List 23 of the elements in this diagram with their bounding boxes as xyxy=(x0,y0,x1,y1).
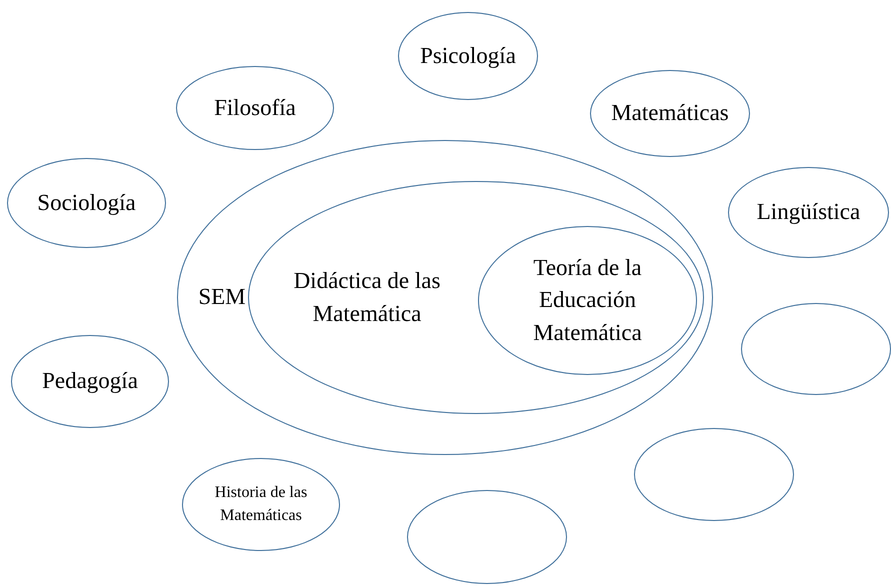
topic-ellipse xyxy=(177,140,713,455)
empty-ellipse xyxy=(634,428,794,521)
topic-ellipse xyxy=(248,181,704,414)
empty-ellipse xyxy=(407,490,567,584)
topic-label: SEM xyxy=(197,283,247,312)
topic-ellipse xyxy=(182,458,340,551)
topic-label: Psicología xyxy=(419,42,517,70)
topic-ellipse xyxy=(398,12,538,100)
topic-label: Pedagogía xyxy=(41,367,139,396)
topic-label: Historia de las Matemáticas xyxy=(214,483,308,526)
topic-ellipse xyxy=(590,70,750,157)
topic-label: Filosofía xyxy=(213,94,297,122)
topic-ellipse xyxy=(728,167,889,258)
topic-ellipse xyxy=(176,66,334,150)
topic-ellipse xyxy=(7,158,166,248)
topic-label: Didáctica de las Matemática xyxy=(292,267,442,328)
topic-ellipse xyxy=(478,226,697,375)
topic-label: Sociología xyxy=(36,188,137,217)
topic-label: Matemáticas xyxy=(610,99,730,128)
topic-label: Teoría de la Educación Matemática xyxy=(532,254,643,347)
topic-ellipse xyxy=(11,335,169,428)
empty-ellipse xyxy=(741,303,891,395)
topic-label: Lingüística xyxy=(756,198,862,226)
